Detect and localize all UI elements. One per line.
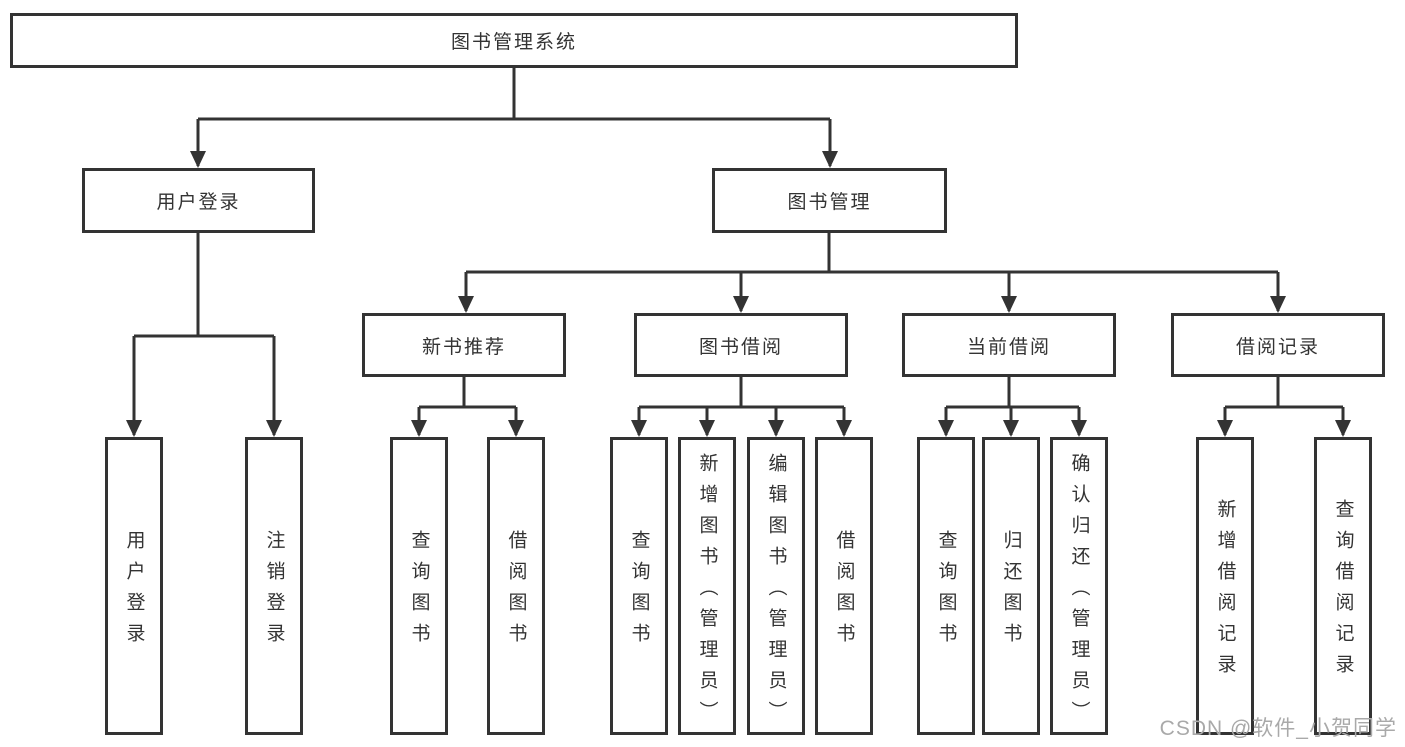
leaf-logout-login: 注销登录 [245,437,303,735]
leaf-user-login: 用户登录 [105,437,163,735]
node-new-book-recommend: 新书推荐 [362,313,566,377]
leaf-add-book-admin: 新增图书（管理员） [678,437,736,735]
node-current-borrowing: 当前借阅 [902,313,1116,377]
leaf-confirm-return-admin: 确认归还（管理员） [1050,437,1108,735]
node-book-borrowing: 图书借阅 [634,313,848,377]
leaf-query-books-3: 查询图书 [917,437,975,735]
leaf-query-books-2: 查询图书 [610,437,668,735]
node-library-system: 图书管理系统 [10,13,1018,68]
leaf-add-borrow-record: 新增借阅记录 [1196,437,1254,735]
node-user-login: 用户登录 [82,168,315,233]
watermark: CSDN @软件_小贺同学 [1159,717,1397,740]
leaf-query-borrow-record: 查询借阅记录 [1314,437,1372,735]
leaf-borrow-books-2: 借阅图书 [815,437,873,735]
leaf-return-books: 归还图书 [982,437,1040,735]
node-book-management: 图书管理 [712,168,947,233]
leaf-edit-book-admin: 编辑图书（管理员） [747,437,805,735]
leaf-borrow-books-1: 借阅图书 [487,437,545,735]
node-borrowing-records: 借阅记录 [1171,313,1385,377]
leaf-query-books-1: 查询图书 [390,437,448,735]
connector-strokes [132,68,1345,435]
